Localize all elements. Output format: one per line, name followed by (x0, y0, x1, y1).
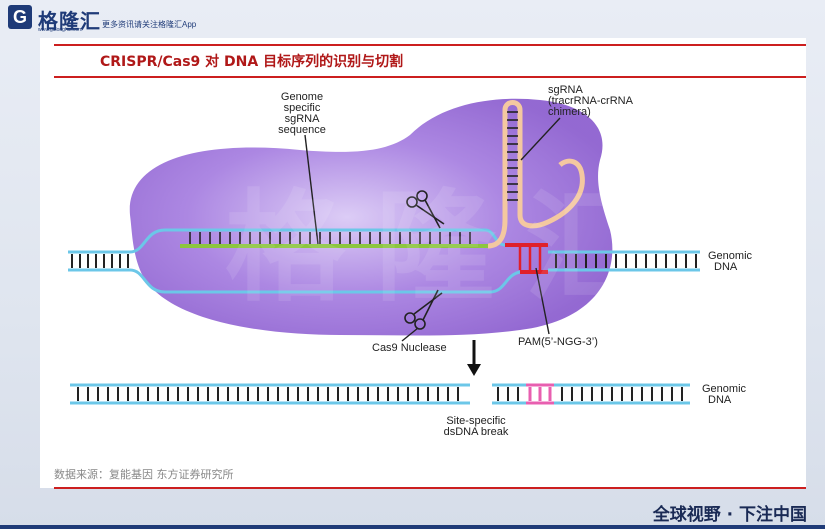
pam-bottom-pink (526, 383, 554, 405)
label-genomic-dna-bottom-1: Genomic (702, 383, 747, 395)
title-rule-bottom (54, 76, 806, 78)
label-genome-specific-3: sgRNA (285, 113, 321, 125)
label-cas9-nuclease: Cas9 Nuclease (372, 342, 447, 354)
brand-logo: G 格隆汇 www.gelonghui.com 更多资讯请关注格隆汇App (8, 5, 218, 35)
dna-left-bottom (70, 383, 470, 405)
slide-title: CRISPR/Cas9 对 DNA 目标序列的识别与切割 (100, 54, 404, 70)
watermark: 格隆汇 (225, 179, 675, 318)
scissors-icon-bottom (404, 289, 443, 330)
hairpin-pairing (507, 111, 518, 201)
label-sgrna-1: sgRNA (548, 84, 584, 96)
label-break-1: Site-specific (446, 415, 506, 427)
label-pam: PAM(5’-NGG-3’) (518, 336, 598, 348)
label-sgrna-2: (tracrRNA-crRNA (548, 95, 634, 107)
footer-slogan: 全球视野 · 下注中国 (652, 505, 807, 525)
title-rule-top (54, 44, 806, 46)
pam-site (505, 243, 548, 274)
label-sgrna-3: chimera) (548, 106, 591, 118)
source-note: 数据来源：复能基因 东方证券研究所 (54, 468, 234, 481)
logo-icon: G (8, 5, 32, 29)
cas9-protein (129, 98, 613, 336)
tracr-rna (487, 100, 585, 249)
logo-name: 格隆汇 (38, 9, 101, 33)
guide-pairing (189, 232, 471, 244)
footer-rule (54, 487, 806, 489)
dna-right-bottom (492, 383, 690, 405)
dna-left-top (68, 250, 130, 272)
footer-bar (0, 525, 825, 529)
logo-tagline: 更多资讯请关注格隆汇App (102, 20, 197, 29)
label-genome-specific-1: Genome (281, 91, 323, 103)
label-genome-specific-2: specific (284, 102, 321, 114)
dna-right-top (548, 250, 700, 272)
label-genomic-dna-top-1: Genomic (708, 250, 753, 262)
scissors-icon-top (406, 190, 445, 229)
label-genomic-dna-bottom-2: DNA (708, 394, 732, 406)
label-break-2: dsDNA break (444, 426, 509, 438)
logo-url: www.gelonghui.com (38, 27, 83, 33)
label-genome-specific-4: sequence (278, 124, 326, 136)
label-genomic-dna-top-2: DNA (714, 261, 738, 273)
